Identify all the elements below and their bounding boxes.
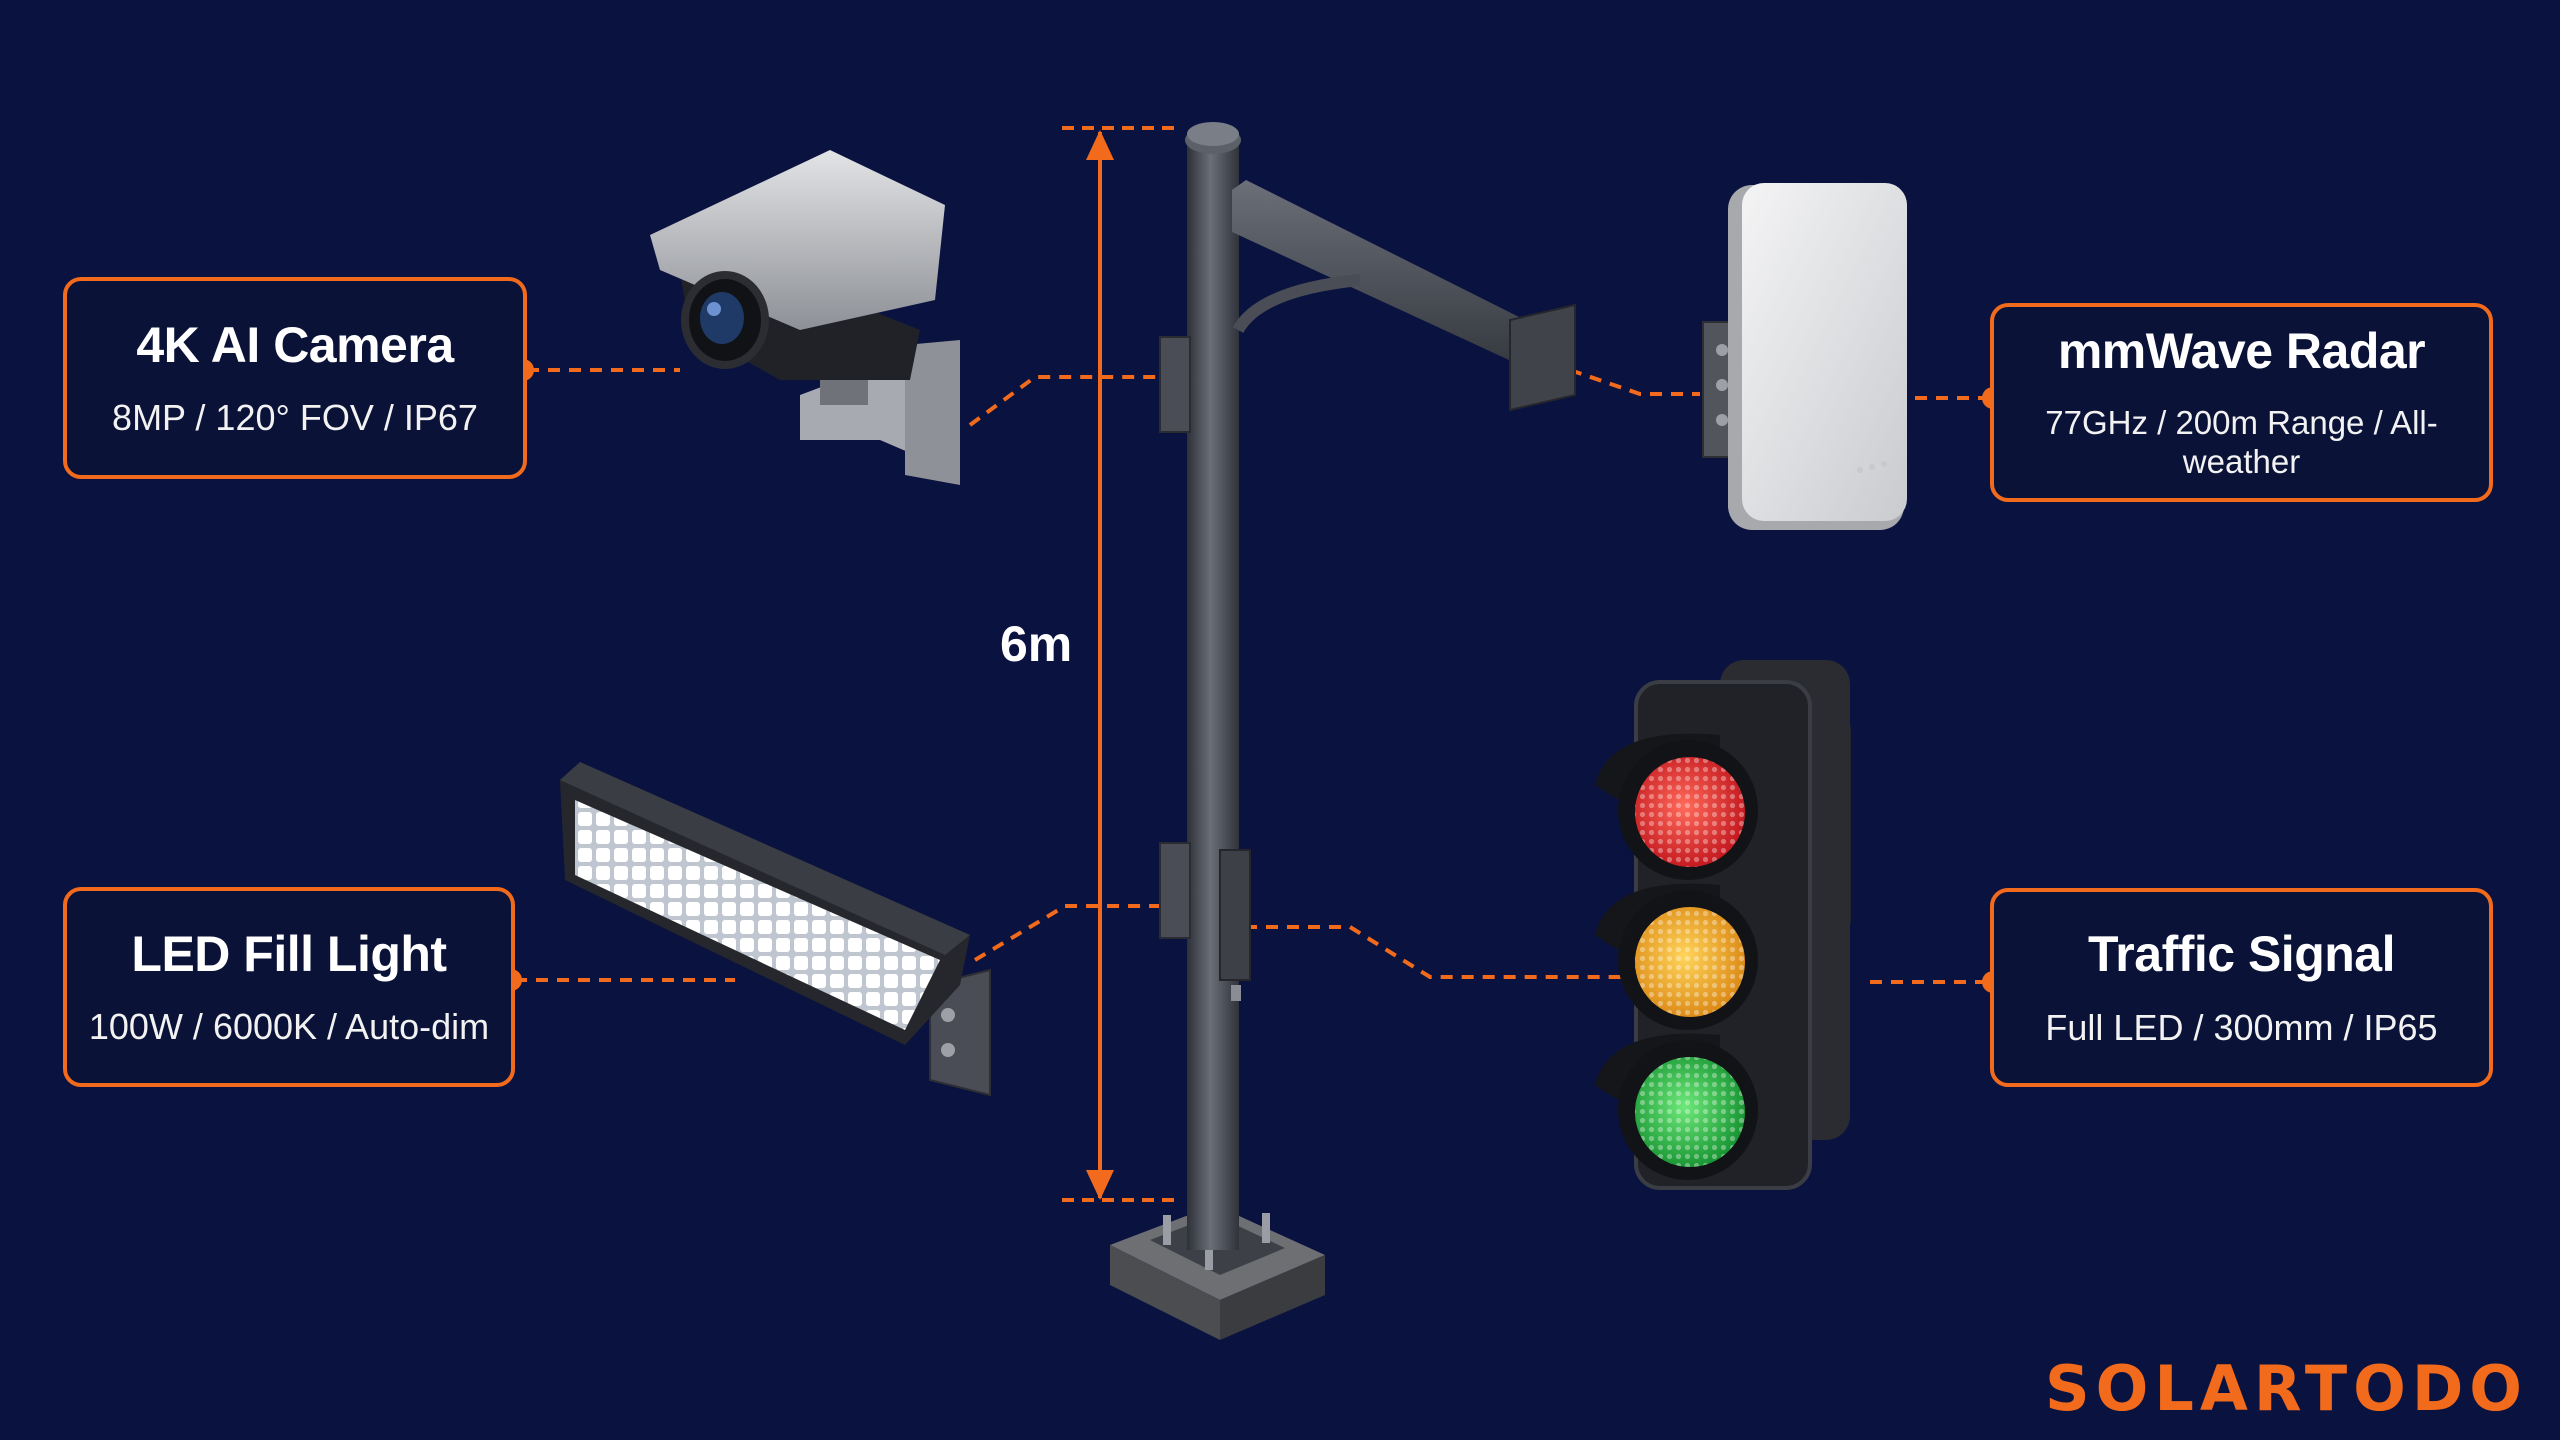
radar-indicator [1857, 467, 1863, 473]
leader-lines [515, 368, 1990, 984]
radar-panel-icon [1702, 183, 1907, 530]
light-title: LED Fill Light [131, 925, 447, 982]
camera-clamp [1159, 336, 1191, 433]
radar-title: mmWave Radar [2057, 323, 2426, 380]
radar-bolt [1716, 344, 1728, 356]
brand-logo: SOLARTODO [2045, 1352, 2528, 1425]
camera-lens-glint [707, 302, 721, 316]
pole-cap-top [1187, 122, 1239, 146]
camera-lens [700, 292, 744, 344]
radar-bolt [1716, 379, 1728, 391]
signal-title: Traffic Signal [2088, 926, 2395, 983]
camera-specs: 8MP / 120° FOV / IP67 [112, 397, 478, 439]
security-camera-icon [650, 150, 960, 485]
callout-signal: Traffic Signal Full LED / 300mm / IP65 [1990, 888, 2493, 1087]
light-clamp [1159, 842, 1191, 939]
light-specs: 100W / 6000K / Auto-dim [88, 1006, 490, 1048]
radar-specs: 77GHz / 200m Range / All-weather [2045, 403, 2438, 481]
signal-lamp-red-leds [1635, 757, 1745, 867]
pole-access-door [1219, 849, 1251, 981]
anchor-bolt [1262, 1213, 1270, 1243]
pole-base-left [1110, 1245, 1220, 1340]
callout-radar: mmWave Radar 77GHz / 200m Range / All-we… [1990, 303, 2493, 502]
anchor-bolt [1163, 1215, 1171, 1245]
radar-indicator [1881, 461, 1887, 467]
radar-bolt [1716, 414, 1728, 426]
arm-brace [1232, 274, 1361, 334]
traffic-light-icon [1595, 660, 1851, 1190]
dimension-arrow-down-icon [1086, 1170, 1114, 1200]
dimension-arrow-up-icon [1086, 130, 1114, 160]
pole-base-right [1220, 1255, 1325, 1340]
light-bolt [941, 1008, 955, 1022]
led-light-bar-icon [560, 762, 991, 1097]
signal-lamp-green-leds [1635, 1057, 1745, 1167]
camera-title: 4K AI Camera [136, 316, 454, 373]
camera-wall-plate [905, 340, 960, 485]
height-label: 6m [1000, 616, 1073, 672]
leader-line-radar-arm [1569, 368, 1700, 396]
leader-line-signal-pole [1245, 925, 1635, 979]
light-led-array [575, 800, 940, 1030]
height-dimension [1062, 126, 1182, 1202]
light-bolt [941, 1043, 955, 1057]
signal-specs: Full LED / 300mm / IP65 [2045, 1006, 2438, 1048]
radar-housing-front [1742, 183, 1907, 521]
callout-camera: 4K AI Camera 8MP / 120° FOV / IP67 [63, 277, 527, 479]
leader-line-light-pole [973, 904, 1165, 962]
callout-light: LED Fill Light 100W / 6000K / Auto-dim [63, 887, 515, 1087]
signal-lamp-amber-leds [1635, 907, 1745, 1017]
pole [1110, 122, 1576, 1340]
radar-indicator [1869, 464, 1875, 470]
leader-line-camera-pole [968, 375, 1170, 427]
anchor-bolt [1205, 1240, 1213, 1270]
arm-mount-plate [1509, 303, 1576, 412]
pole-door-lock [1231, 985, 1241, 1001]
pole-shaft [1187, 140, 1239, 1250]
light-housing-top [560, 762, 970, 955]
pole-arm [1232, 180, 1545, 372]
